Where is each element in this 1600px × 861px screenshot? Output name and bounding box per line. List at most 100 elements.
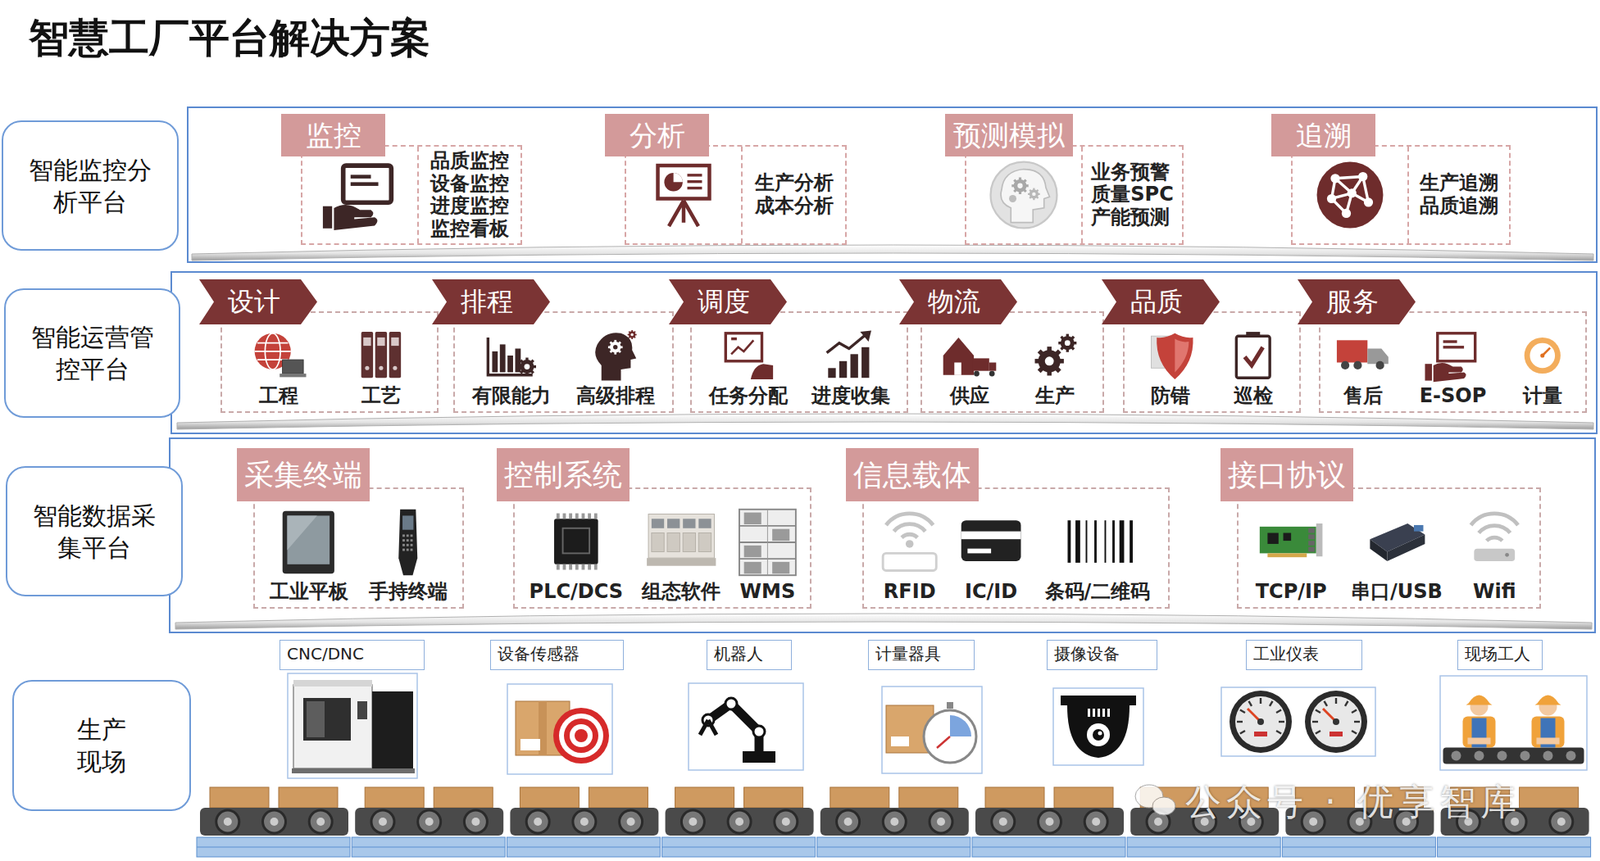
bar xyxy=(1086,520,1088,564)
chevron-fill xyxy=(1101,279,1220,325)
chevron-fill xyxy=(199,279,318,325)
gear-icon xyxy=(1027,188,1041,201)
icon xyxy=(554,513,599,571)
key xyxy=(402,534,405,537)
key xyxy=(402,539,405,542)
item-label: 供应 xyxy=(945,383,995,409)
disc xyxy=(1317,162,1384,229)
item: 生产 xyxy=(1030,327,1080,409)
picture-frame xyxy=(1221,687,1376,757)
bar xyxy=(515,349,522,373)
machine-body xyxy=(293,685,373,769)
platform-band xyxy=(169,438,1596,633)
icon-part xyxy=(651,533,664,553)
item-label: 串口/USB xyxy=(1345,579,1448,605)
item: 手持终端 xyxy=(363,505,453,605)
icon xyxy=(739,509,796,576)
bar xyxy=(1119,520,1125,564)
item: 巡检 xyxy=(1228,327,1278,409)
section-box: 监控品质监控 设备监控 进度监控 监控看板 xyxy=(300,145,523,246)
carton xyxy=(744,787,804,809)
gear-hole xyxy=(630,333,633,337)
section-heading: 监控 xyxy=(305,118,362,152)
tick xyxy=(1268,700,1274,707)
field-picture xyxy=(291,680,415,774)
roller-hub xyxy=(688,818,697,827)
item-label: PLC/DCS xyxy=(524,579,629,605)
icon-part xyxy=(731,337,737,341)
source-label: 摄像设备 xyxy=(1054,644,1120,664)
icon-part xyxy=(286,515,317,550)
item: 工艺 xyxy=(356,327,406,409)
section-box: 物流供应生产 xyxy=(920,311,1105,414)
item-label: E-SOP xyxy=(1414,383,1492,409)
router xyxy=(1473,549,1515,562)
camera-grill xyxy=(1102,709,1105,718)
hand-shape xyxy=(750,363,773,380)
section-heading: 控制系统 xyxy=(504,458,623,492)
source-label-box: 工业仪表 xyxy=(1245,640,1363,671)
icon xyxy=(282,511,335,575)
icon-part xyxy=(390,337,399,346)
section-heading: 物流 xyxy=(927,286,981,318)
cabinet xyxy=(648,514,714,560)
icon-part xyxy=(1283,533,1292,542)
icon-slot xyxy=(254,327,304,384)
roller-hub xyxy=(223,818,232,827)
icon-slot xyxy=(945,327,995,384)
item-label: 生产 xyxy=(1030,383,1080,409)
roller-hub xyxy=(471,818,480,827)
platform-label: 生产现场 xyxy=(76,713,128,778)
icon-part xyxy=(698,533,711,553)
section-box: 服务售后E-SOP计量 xyxy=(1318,311,1587,414)
item-column: 生产追溯 品质追溯 xyxy=(1407,146,1510,244)
chevron-fill xyxy=(431,279,550,325)
worker xyxy=(1531,695,1565,749)
icon-slot xyxy=(1518,327,1568,384)
key xyxy=(406,539,410,542)
section-heading: 调度 xyxy=(697,286,750,318)
bar xyxy=(507,355,514,373)
roller-hub xyxy=(270,818,279,827)
icon xyxy=(1471,513,1519,562)
icon xyxy=(1259,523,1323,558)
tick xyxy=(1314,730,1321,736)
port xyxy=(1308,547,1315,553)
roller xyxy=(463,810,487,834)
tick xyxy=(1312,721,1319,723)
source-label: 计量器具 xyxy=(875,644,941,664)
icon-slot xyxy=(734,505,800,580)
section-box: 控制系统PLC/DCS组态软件WMS xyxy=(513,487,812,610)
item-label: 组态软件 xyxy=(636,579,726,605)
tick xyxy=(1350,730,1357,736)
binder xyxy=(375,331,387,378)
chevron-tab: 服务 xyxy=(1297,279,1416,325)
roller xyxy=(1451,751,1462,762)
roller xyxy=(681,810,705,834)
item-list: 品质监控 设备监控 进度监控 监控看板 xyxy=(430,150,510,241)
section-heading: 信息载体 xyxy=(853,458,972,492)
platform-label: 智能监控分析平台 xyxy=(27,154,154,219)
icon-slot xyxy=(1145,327,1196,384)
item-label: 工程 xyxy=(254,383,304,409)
platform-band xyxy=(171,272,1597,434)
platform-label-box: 智能运营管控平台 xyxy=(4,288,181,419)
icon-slot xyxy=(1461,505,1528,580)
key xyxy=(410,549,414,552)
belt xyxy=(354,808,504,837)
icon-part xyxy=(967,549,991,555)
platform-label-box: 智能数据采集平台 xyxy=(5,466,183,597)
roller xyxy=(1566,751,1577,762)
section-box: 品质防错巡检 xyxy=(1122,311,1301,414)
item: 任务分配 xyxy=(704,327,793,409)
icon-part xyxy=(989,371,996,378)
pin xyxy=(594,513,598,520)
gauge xyxy=(1229,690,1292,754)
laptop xyxy=(282,359,305,374)
chevron-fill xyxy=(1297,279,1416,325)
hand-cuff xyxy=(322,206,332,229)
item: 售后 xyxy=(1338,327,1388,409)
picture-frame xyxy=(287,673,418,779)
icon-part xyxy=(1257,718,1264,726)
gear-hole xyxy=(613,345,618,350)
